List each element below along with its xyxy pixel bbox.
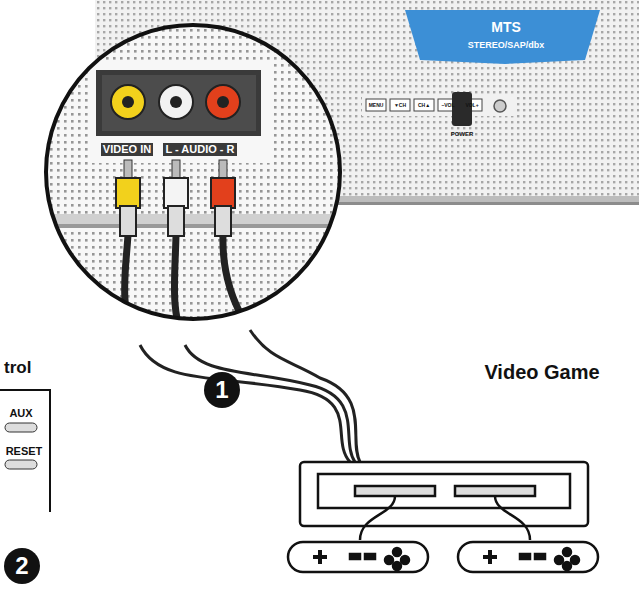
button-label: CH▲ — [418, 103, 430, 108]
remote-fragment — [0, 390, 50, 512]
button-label: RESET — [6, 446, 43, 457]
badge-text: MTS — [491, 20, 521, 34]
callout-disc — [204, 372, 240, 408]
button-label: POWER — [451, 131, 474, 137]
magnifier — [40, 20, 350, 345]
callout-number: 1 — [215, 378, 228, 402]
device-name: Video Game — [484, 362, 599, 382]
button-label: VOL+ — [465, 103, 478, 108]
callout-number: 2 — [15, 554, 28, 578]
game-console — [288, 462, 598, 572]
av-cable — [140, 330, 360, 462]
button-label: ▼CH — [394, 103, 406, 108]
jack-label: VIDEO IN — [101, 143, 153, 156]
callout-disc — [4, 548, 40, 584]
jack-label: L - AUDIO - R — [163, 143, 236, 156]
badge-text: STEREO/SAP/dbx — [468, 41, 545, 50]
button-label: –VOL — [441, 103, 454, 108]
button-label: MENU — [369, 103, 384, 108]
device-name: trol — [4, 359, 31, 376]
button-label: AUX — [9, 408, 32, 419]
